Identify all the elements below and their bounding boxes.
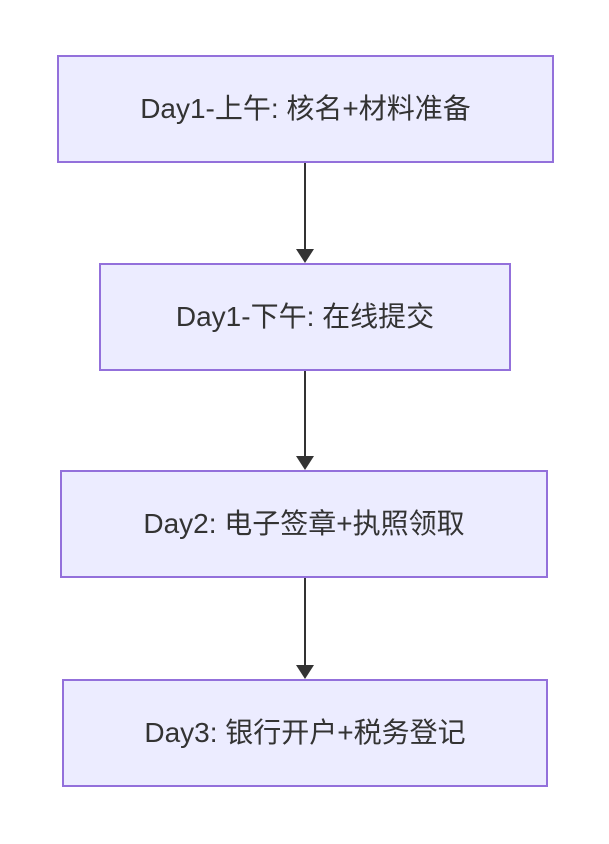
flow-node-step4: Day3: 银行开户+税务登记 <box>62 679 548 787</box>
flow-node-step4-label: Day3: 银行开户+税务登记 <box>144 716 466 748</box>
arrow-shaft <box>304 371 306 456</box>
flow-node-step1: Day1-上午: 核名+材料准备 <box>57 55 554 163</box>
flow-node-step3: Day2: 电子签章+执照领取 <box>60 470 548 578</box>
flow-edge-step2-step3 <box>295 371 315 470</box>
flow-node-step2-label: Day1-下午: 在线提交 <box>175 300 435 332</box>
flow-edge-step1-step2 <box>295 163 315 263</box>
arrowhead-down-icon <box>296 249 314 263</box>
arrowhead-down-icon <box>296 665 314 679</box>
flow-node-step3-label: Day2: 电子签章+执照领取 <box>143 507 465 539</box>
flow-edge-step3-step4 <box>295 578 315 679</box>
flow-node-step2: Day1-下午: 在线提交 <box>99 263 511 371</box>
flow-node-step1-label: Day1-上午: 核名+材料准备 <box>140 92 471 124</box>
arrow-shaft <box>304 578 306 665</box>
arrow-shaft <box>304 163 306 249</box>
arrowhead-down-icon <box>296 456 314 470</box>
